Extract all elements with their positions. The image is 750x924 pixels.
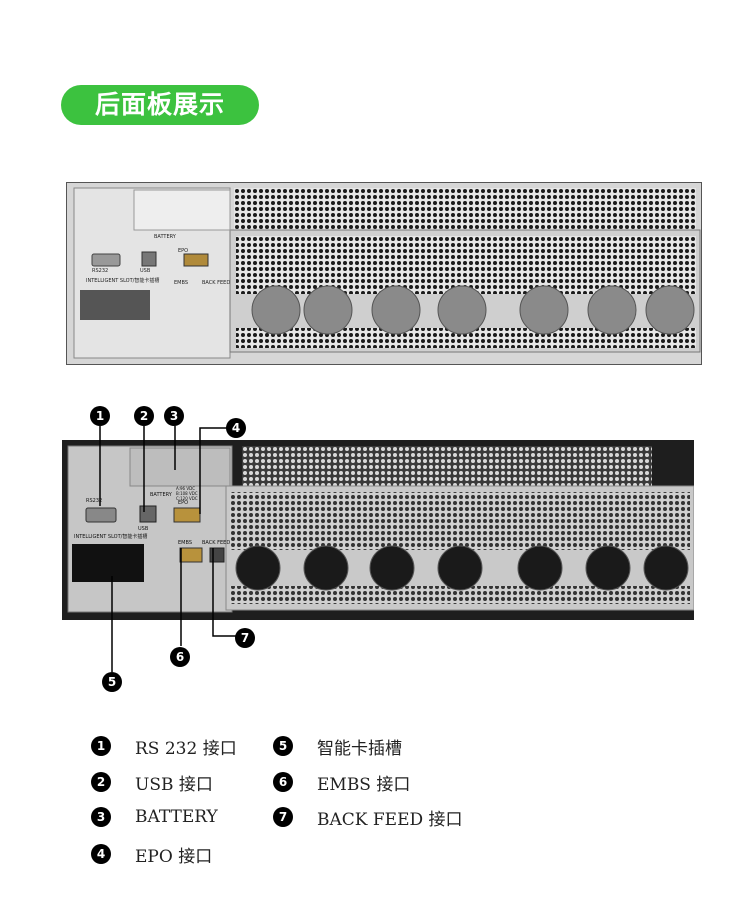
- bottom-battery-label: BATTERY: [150, 492, 173, 498]
- legend-badge: 6: [273, 772, 293, 792]
- legend-badge: 7: [273, 807, 293, 827]
- callout-badge-6: 6: [170, 647, 190, 667]
- legend-item-3: 3 BATTERY: [91, 806, 218, 828]
- bottom-rs232-label: RS232: [86, 498, 102, 504]
- legend-item-1: 1 RS 232 接口: [91, 735, 237, 759]
- bottom-usb-label: USB: [138, 526, 149, 532]
- callout-badge-1: 1: [90, 406, 110, 426]
- rear-panel-image-plain: INTELLIGENT SLOT/智能卡插槽 BATTERY EPO EMBS …: [66, 182, 702, 365]
- callout-badge-2: 2: [134, 406, 154, 426]
- top-battery-label: BATTERY: [154, 234, 177, 240]
- legend-item-4: 4 EPO 接口: [91, 843, 213, 867]
- bottom-slot-label: INTELLIGENT SLOT/智能卡插槽: [74, 533, 147, 540]
- legend-badge: 5: [273, 736, 293, 756]
- top-embs-label: EMBS: [174, 280, 188, 286]
- legend-label: 智能卡插槽: [317, 738, 402, 759]
- voltage-label-a: A:96 VDC: [176, 486, 195, 491]
- callout-badge-3: 3: [164, 406, 184, 426]
- bottom-epo-label: EPO: [178, 500, 188, 506]
- voltage-label-b: B:108 VDC: [176, 491, 198, 496]
- voltage-label-c: C:120 VDC: [176, 496, 198, 501]
- legend-item-6: 6 EMBS 接口: [273, 771, 411, 795]
- legend-label: RS 232 接口: [135, 738, 237, 759]
- top-usb-label: USB: [140, 268, 151, 274]
- legend-item-5: 5 智能卡插槽: [273, 735, 402, 759]
- legend-label: BATTERY: [135, 807, 218, 827]
- legend-item-7: 7 BACK FEED 接口: [273, 806, 463, 830]
- bottom-embs-label: EMBS: [178, 540, 192, 546]
- top-slot-label: INTELLIGENT SLOT/智能卡插槽: [86, 277, 159, 284]
- legend-label: EPO 接口: [135, 846, 213, 867]
- legend-badge: 1: [91, 736, 111, 756]
- legend-item-2: 2 USB 接口: [91, 771, 213, 795]
- top-epo-label: EPO: [178, 248, 188, 254]
- callout-badge-5: 5: [102, 672, 122, 692]
- legend-badge: 2: [91, 772, 111, 792]
- bottom-backfeed-label: BACK FEED: [202, 540, 230, 546]
- legend-label: EMBS 接口: [317, 774, 411, 795]
- legend-badge: 4: [91, 844, 111, 864]
- callout-badge-7: 7: [235, 628, 255, 648]
- legend-badge: 3: [91, 807, 111, 827]
- top-backfeed-label: BACK FEED: [202, 280, 230, 286]
- top-rs232-label: RS232: [92, 268, 108, 274]
- legend-label: USB 接口: [135, 774, 213, 795]
- legend-label: BACK FEED 接口: [317, 809, 463, 830]
- section-title: 后面板展示: [61, 85, 259, 125]
- callout-badge-4: 4: [226, 418, 246, 438]
- rear-panel-image-annotated: INTELLIGENT SLOT/智能卡插槽 BATTERY EPO EMBS …: [62, 440, 694, 620]
